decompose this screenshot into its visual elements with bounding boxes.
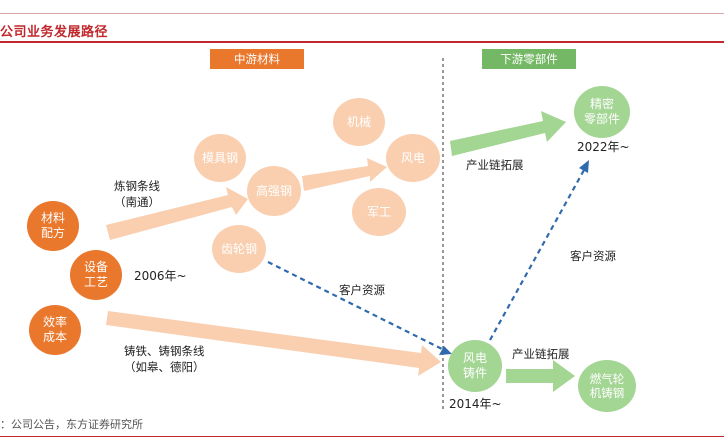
top-rule — [0, 13, 724, 14]
arrow-casting-turbine — [506, 360, 575, 392]
arrow-windpower-precision — [450, 111, 566, 156]
node-machinery: 机械 — [333, 98, 385, 146]
node-mold-steel: 模具钢 — [194, 134, 246, 182]
node-gas-turbine-casting: 燃气轮 机铸钢 — [578, 360, 636, 412]
label-customer-resource-mid: 客户资源 — [339, 283, 385, 297]
midstream-tag: 中游材料 — [210, 49, 304, 69]
arrow-casting — [106, 311, 441, 376]
dashed-gear-to-casting — [267, 261, 445, 351]
dashed-gear-to-casting-head — [439, 346, 452, 355]
label-casting-line: 铸铁、铸钢条线 （如皋、德阳） — [124, 344, 205, 374]
year-2014: 2014年~ — [449, 397, 502, 411]
dashed-casting-to-precision-head — [579, 160, 589, 173]
node-equipment-process: 设备 工艺 — [70, 250, 122, 300]
label-customer-resource-right: 客户资源 — [570, 249, 616, 263]
label-chain-extension-bottom: 产业链拓展 — [512, 347, 570, 361]
downstream-tag: 下游零部件 — [482, 49, 576, 69]
node-wind-power: 风电 — [386, 134, 440, 182]
title-rule — [0, 41, 724, 43]
node-gear-steel: 齿轮钢 — [212, 225, 266, 273]
year-2006: 2006年~ — [134, 269, 187, 283]
node-high-strength-steel: 高强钢 — [247, 166, 301, 216]
arrow-highstrength-windpower — [302, 158, 387, 191]
label-steelmaking-line: 炼钢条线 （南通） — [114, 179, 160, 209]
node-military: 军工 — [352, 188, 406, 236]
node-wind-casting: 风电 铸件 — [448, 340, 502, 392]
node-efficiency-cost: 效率 成本 — [29, 305, 81, 355]
node-material-formula: 材料 配方 — [27, 201, 79, 251]
arrow-steelmaking — [106, 187, 248, 240]
label-chain-extension-top: 产业链拓展 — [466, 158, 524, 172]
page-title: 公司业务发展路径 — [0, 25, 109, 40]
year-2022: 2022年~ — [577, 140, 630, 154]
source-note: ：公司公告，东方证券研究所 — [0, 418, 143, 431]
node-precision-parts: 精密 零部件 — [574, 86, 630, 138]
bottom-rule — [0, 436, 724, 437]
